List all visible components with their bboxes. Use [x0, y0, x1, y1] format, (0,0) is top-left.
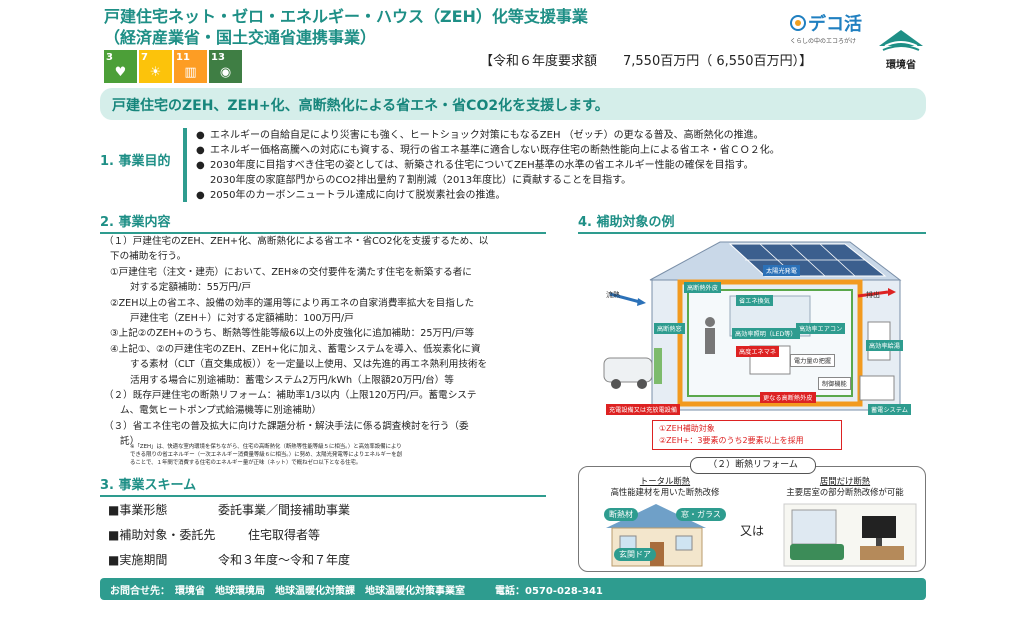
section2-body: （１）戸建住宅のZEH、ZEH+化、高断熱化による省エネ・省CO2化を支援するた… — [104, 234, 550, 450]
ministry-of-environment-logo: 環境省 — [876, 26, 926, 71]
sdg-3-icon: 3 ♥ — [104, 50, 137, 83]
ministry-logo-text: 環境省 — [886, 60, 916, 71]
mountain-logo-icon — [879, 30, 923, 51]
section3-heading: 3. 事業スキーム — [100, 474, 546, 497]
deco-logo-text: デコ活 — [808, 14, 862, 35]
inflow-label: 流熱 — [606, 291, 620, 299]
text-line: 下の補助を行う。 — [110, 251, 187, 263]
storage-tag: 蓄電システム — [868, 404, 911, 415]
contact-footer: お問合せ先： 環境省 地球環境局 地球温暖化対策課 地球温暖化対策事業室 電話：… — [100, 578, 926, 600]
title-line1: 戸建住宅ネット・ゼロ・エネルギー・ハウス（ZEH）化等支援事業 — [104, 7, 588, 26]
deco-logo-subtext: くらしの中のエコろがけ — [790, 38, 857, 45]
front-door-pill: 玄関ドア — [614, 548, 656, 561]
water-heater-tag: 高効率給湯 — [866, 340, 903, 351]
section1-heading: 1. 事業目的 — [100, 154, 171, 169]
summary-banner: 戸建住宅のZEH、ZEH+化、高断熱化による省エネ・省CO2化を支援します。 — [100, 88, 926, 120]
section4-heading: 4. 補助対象の例 — [578, 211, 926, 234]
charger-tag: 充電設備又は充放電設備 — [606, 404, 681, 415]
bullet-icon: ● — [196, 145, 205, 156]
reform-title: （２）断熱リフォーム — [690, 457, 816, 474]
sdg-13-icon: 13 ◉ — [209, 50, 242, 83]
text-line: （３）省エネ住宅の普及拡大に向けた課題分析・解決手法に係る調査検討を行う（委 — [104, 420, 469, 432]
sdgs-badges: 3 ♥ 7 ☀ 11 ▥ 13 ◉ — [104, 50, 242, 83]
budget-amount: 【令和６年度要求額 7,550百万円（ 6,550百万円）】 — [480, 54, 813, 69]
sdg-11-icon: 11 ▥ — [174, 50, 207, 83]
reform-house-illustration — [606, 504, 706, 567]
zeh-footnote: ※「ZEH」は、快適な室内環境を保ちながら、住宅の高断熱化（断熱等性能等級５に相… — [130, 444, 403, 466]
sdg-7-icon: 7 ☀ — [139, 50, 172, 83]
ventilation-tag: 省エネ換気 — [736, 295, 773, 306]
leaf-circle-icon — [790, 15, 806, 31]
sdg-number: 3 — [106, 52, 113, 63]
list-item-continuation: 2030年度の家庭部門からのCO2排出量約７割削減（2013年度比）に貢献するこ… — [210, 175, 632, 186]
total-insulation-caption: トータル断熱 高性能建材を用いた断熱改修 — [610, 476, 720, 497]
zeh-target-legend: ①ZEH補助対象 ②ZEH+：3要素のうち2要素以上を採用 — [652, 420, 842, 450]
section3-body: ■事業形態委託事業／間接補助事業 ■補助対象・委託先住宅取得者等 ■実施期間令和… — [108, 497, 350, 572]
efficient-aircon-tag: 高効率エアコン — [796, 323, 846, 334]
sdg-glyph: ◉ — [219, 65, 232, 80]
high-insulation-window-tag: 高断熱窓 — [654, 323, 685, 334]
reinforced-shell-tag: 更なる高断熱外皮 — [760, 392, 816, 403]
scheme-row: ■実施期間令和３年度～令和７年度 — [108, 553, 351, 567]
window-glass-pill: 窓・ガラス — [676, 508, 726, 521]
text-line: （１）戸建住宅のZEH、ZEH+化、高断熱化による省エネ・省CO2化を支援するた… — [104, 236, 489, 247]
title-line2: （経済産業省・国土交通省連携事業） — [104, 28, 377, 47]
text-line: ②ZEH以上の省エネ、設備の効率的運用等により再エネの自家消費率拡大を目指した — [110, 297, 475, 309]
text-line: ム、電気ヒートポンプ式給湯機等に別途補助） — [120, 405, 322, 417]
insulation-pill: 断熱材 — [604, 508, 638, 521]
text-line: 活用する場合に別途補助：蓄電システム2万円/kWh（上限額20万円/台）等 — [130, 374, 454, 386]
exhaust-label: 排出 — [866, 291, 880, 299]
text-line: ③上記②のZEH+のうち、断熱等性能等級6以上の外皮強化に追加補助：25万円/戸… — [110, 328, 475, 340]
text-line: ①戸建住宅（注文・建売）において、ZEH※の交付要件を満たす住宅を新築する者に — [110, 266, 472, 278]
scheme-row: ■補助対象・委託先住宅取得者等 — [108, 528, 321, 542]
list-item: ●エネルギーの自給自足により災害にも強く、ヒートショック対策にもなるZEH （ゼ… — [196, 130, 764, 141]
list-item: ●2030年度に目指すべき住宅の姿としては、新築される住宅についてZEH基準の水… — [196, 160, 754, 171]
text-line: ④上記①、②の戸建住宅のZEH、ZEH+化に加え、蓄電システムを導入、低炭素化に… — [110, 343, 481, 355]
text-line: 対する定額補助：55万円/戸 — [130, 282, 251, 294]
list-item: ●エネルギー価格高騰への対応にも資する、現行の省エネ基準に適合しない既存住宅の断… — [196, 145, 780, 156]
sdg-glyph: ♥ — [114, 65, 127, 80]
lighting-tag: 高効率照明（LED等） — [732, 328, 800, 339]
text-line: 託） — [120, 436, 140, 448]
section2-heading: 2. 事業内容 — [100, 211, 546, 234]
section1-list: ●エネルギーの自給自足により災害にも強く、ヒートショック対策にもなるZEH （ゼ… — [196, 128, 780, 203]
deco-katsu-logo: デコ活 くらしの中のエコろがけ — [790, 10, 868, 45]
text-line: （２）既存戸建住宅の断熱リフォーム：補助率1/3以内（上限120万円/戸。蓄電シ… — [104, 390, 477, 402]
page-title: 戸建住宅ネット・ゼロ・エネルギー・ハウス（ZEH）化等支援事業 （経済産業省・国… — [104, 6, 588, 48]
energy-management-tag: 高度エネマネ — [736, 346, 780, 357]
sdg-glyph: ▥ — [184, 65, 197, 80]
section1-divider — [183, 128, 187, 202]
living-room-illustration — [783, 503, 917, 567]
text-line: する素材（CLT（直交集成板））を一定量以上使用、又は先進的再エネ熱利用技術を — [130, 359, 488, 371]
power-grasp-tag: 電力量の把握 — [790, 354, 836, 367]
list-item: ●2050年のカーボンニュートラル達成に向けて脱炭素社会の推進。 — [196, 190, 506, 201]
bullet-icon: ● — [196, 190, 205, 201]
control-tag: 制御機能 — [818, 377, 851, 390]
partial-insulation-caption: 居間だけ断熱 主要居室の部分断熱改修が可能 — [786, 476, 904, 497]
scheme-row: ■事業形態委託事業／間接補助事業 — [108, 503, 351, 517]
bullet-icon: ● — [196, 160, 205, 171]
text-line: 戸建住宅（ZEH＋）に対する定額補助：100万円/戸 — [130, 313, 354, 325]
or-label: 又は — [740, 524, 765, 538]
sdg-glyph: ☀ — [149, 65, 162, 80]
sdg-number: 13 — [211, 52, 225, 63]
high-insulation-roof-tag: 高断熱外皮 — [684, 282, 721, 293]
sdg-number: 7 — [141, 52, 148, 63]
sdg-number: 11 — [176, 52, 190, 63]
solar-tag: 太陽光発電 — [763, 265, 800, 276]
bullet-icon: ● — [196, 130, 205, 141]
